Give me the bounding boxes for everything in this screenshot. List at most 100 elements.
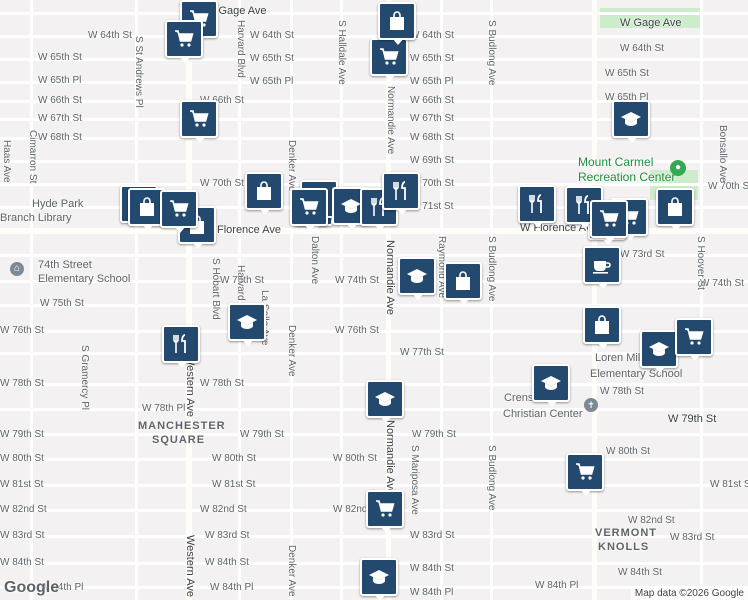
map-marker-school[interactable] [640,330,678,373]
street-label: Western Ave [184,535,196,597]
school-icon [339,194,363,218]
road [0,330,748,333]
street-label: Denker Ave [286,325,297,377]
street-label: W 84th Pl [40,582,84,593]
map-marker-cart[interactable] [290,188,328,231]
road [0,535,748,538]
street-label: S Gramercy Pl [79,345,90,411]
area-label: KNOLLS [598,541,650,553]
street-label: Denker Ave [286,545,297,597]
road [0,160,748,163]
map-marker-restaurant[interactable] [518,185,556,228]
coffee-icon [590,253,614,277]
poi-label: Elementary School [590,368,683,380]
school-icon [619,107,643,131]
street-label: W 66th St [200,95,244,106]
poi-icon: ⌂ [10,262,24,276]
area-label: MANCHESTER [138,420,226,432]
street-label: W 65th St [605,68,649,79]
map-marker-cart[interactable] [675,318,713,361]
school-icon [235,310,259,334]
road [700,0,703,600]
street-label: W 65th Pl [410,76,454,87]
street-label: W 76th St [335,325,379,336]
map-marker-school[interactable] [228,303,266,346]
street-label: W 78th St [600,386,644,397]
map-marker-school[interactable] [612,100,650,143]
poi-label: Christian Center [503,408,583,420]
street-label: S St Andrews Pl [133,36,144,108]
cart-icon [297,195,321,219]
map-marker-school[interactable] [360,558,398,600]
street-label: W 65th Pl [38,75,82,86]
street-label: W 82nd St [333,504,380,515]
map-marker-bag[interactable] [444,262,482,305]
map-marker-bag[interactable] [378,2,416,45]
street-label: W 83rd St [0,530,45,541]
road [0,35,748,38]
road [290,0,293,600]
school-icon [373,387,397,411]
street-label: W 67th St [410,113,454,124]
street-label: Normandie Ave [384,240,396,316]
map-marker-cart[interactable] [160,190,198,233]
map-marker-cart[interactable] [566,453,604,496]
road [0,304,748,307]
cart-icon [597,207,621,231]
map-marker-school[interactable] [398,257,436,300]
street-label: S Halldale Ave [336,20,347,85]
cart-icon [373,497,397,521]
street-label: W 80th St [606,446,650,457]
map-marker-restaurant[interactable] [162,325,200,368]
street-label: W 64th St [88,30,132,41]
street-label: Haas Ave [1,140,12,183]
road [0,81,748,84]
street-label-florence: Florence Ave [217,224,282,236]
road-normandie-ave [386,0,391,600]
street-label: W 78th St [0,378,44,389]
street-label: W 82nd St [200,504,247,515]
bag-icon [252,179,276,203]
road [0,433,748,436]
road [0,254,748,257]
road-florence-ave [0,228,748,234]
map-marker-school[interactable] [366,380,404,423]
cart-icon [573,460,597,484]
street-label: W 64th St [250,30,294,41]
map-marker-cart[interactable] [165,20,203,63]
map-marker-coffee[interactable] [583,246,621,289]
street-label: W 79th St [240,429,284,440]
map-marker-bag[interactable] [656,188,694,231]
street-label: W 64th St [410,30,454,41]
street-label: S Budlong Ave [486,20,497,86]
park-pin-icon: ● [670,160,686,176]
street-label: W 79th St [0,429,44,440]
street-label: W 71st St [410,201,454,212]
street-label: Normandie Ave [384,420,396,496]
school-icon [647,337,671,361]
street-label: Bonsallo Ave [717,125,728,183]
cart-icon [167,197,191,221]
map-marker-restaurant[interactable] [382,172,420,215]
street-label: W 68th St [38,132,82,143]
map-marker-bag[interactable] [583,306,621,349]
poi-label: Loren Miller [595,352,653,364]
map-marker-cart[interactable] [366,490,404,533]
road [238,0,241,600]
map-marker-bag[interactable] [245,172,283,215]
street-label: S Mariposa Ave [409,445,420,515]
street-label: W 67th St [38,113,82,124]
map-marker-school[interactable] [532,364,570,407]
poi-label: Branch Library [0,212,72,224]
map-marker-cart[interactable] [180,100,218,143]
street-label: Cimarron St [27,130,38,184]
street-label: Dalton Ave [309,236,320,285]
street-label: W 80th St [333,453,377,464]
street-label: W 84th St [618,567,662,578]
bag-icon [663,195,687,219]
map-marker-cart[interactable] [590,200,628,243]
restaurant-icon [525,192,549,216]
street-label: W 84th Pl [535,580,579,591]
school-icon [405,264,429,288]
